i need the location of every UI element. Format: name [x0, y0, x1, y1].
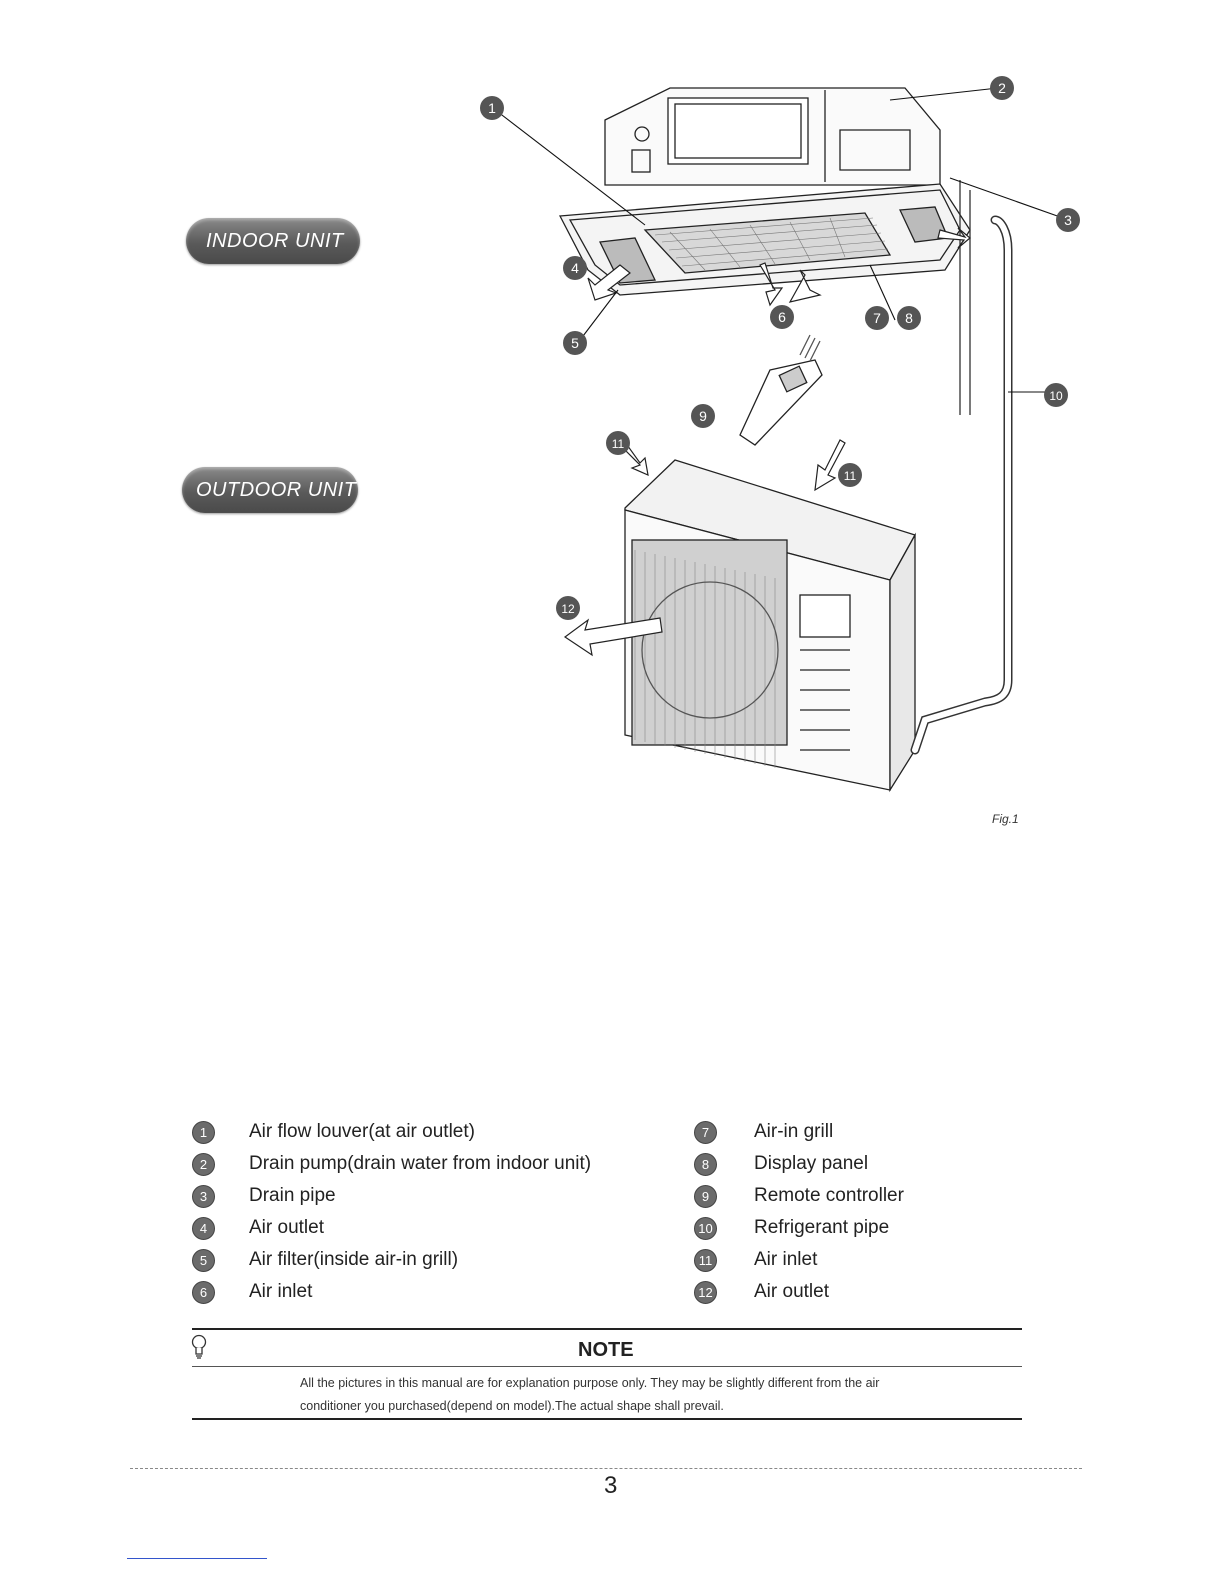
note-bottom-rule [192, 1418, 1022, 1420]
note-line-2: conditioner you purchased(depend on mode… [300, 1399, 724, 1413]
legend-item: 11 Air inlet [694, 1244, 904, 1276]
legend-number: 3 [192, 1184, 215, 1208]
legend-text: Air outlet [249, 1217, 324, 1238]
indoor-unit-label-text: INDOOR UNIT [206, 229, 344, 252]
legend-item: 4 Air outlet [192, 1212, 591, 1244]
remote-controller-drawing [739, 334, 823, 446]
legend-number: 5 [192, 1248, 215, 1272]
legend-number: 9 [694, 1184, 717, 1208]
legend-number: 6 [192, 1280, 215, 1304]
legend-item: 3 Drain pipe [192, 1180, 591, 1212]
legend-number: 8 [694, 1152, 717, 1176]
link-underline [127, 1558, 267, 1559]
note-title: NOTE [578, 1339, 634, 1361]
figure-callouts: 1 2 3 4 5 6 7 8 9 10 11 11 12 [480, 76, 1080, 620]
legend-number: 2 [192, 1152, 215, 1176]
legend-number: 7 [694, 1120, 717, 1144]
note-sub-rule [192, 1366, 1022, 1367]
legend-item: 1 Air flow louver(at air outlet) [192, 1116, 591, 1148]
callout-2: 2 [990, 76, 1014, 100]
callout-4: 4 [563, 256, 587, 280]
callout-1: 1 [480, 96, 504, 120]
note-top-rule [192, 1328, 1022, 1330]
legend-number: 11 [694, 1248, 717, 1272]
legend-item: 5 Air filter(inside air-in grill) [192, 1244, 591, 1276]
legend-item: 8 Display panel [694, 1148, 904, 1180]
legend-text: Air inlet [249, 1281, 313, 1302]
outdoor-unit-drawing [624, 459, 916, 793]
svg-text:3: 3 [1064, 212, 1072, 228]
lightbulb-icon [191, 1334, 207, 1359]
legend-item: 9 Remote controller [694, 1180, 904, 1212]
legend-text: Display panel [754, 1153, 869, 1174]
legend-text: Air outlet [754, 1281, 829, 1302]
callout-7: 7 [865, 306, 889, 330]
legend-text: Air-in grill [754, 1121, 834, 1142]
legend-text: Refrigerant pipe [754, 1217, 890, 1238]
callout-11b: 11 [838, 463, 862, 487]
indoor-unit-label: INDOOR UNIT [186, 218, 360, 264]
callout-3: 3 [1056, 208, 1080, 232]
svg-text:9: 9 [699, 408, 707, 424]
legend-number: 10 [694, 1216, 717, 1240]
outdoor-unit-label: OUTDOOR UNIT [182, 467, 358, 513]
legend-text: Drain pipe [249, 1185, 336, 1206]
outdoor-unit-label-text: OUTDOOR UNIT [196, 478, 357, 501]
legend-text: Air inlet [754, 1249, 818, 1270]
note-line-1: All the pictures in this manual are for … [300, 1376, 880, 1390]
svg-text:6: 6 [778, 309, 786, 325]
indoor-unit-drawing [558, 87, 971, 296]
legend-item: 12 Air outlet [694, 1276, 904, 1308]
legend-text: Remote controller [754, 1185, 904, 1206]
legend-number: 4 [192, 1216, 215, 1240]
callout-5: 5 [563, 331, 587, 355]
svg-text:11: 11 [612, 437, 625, 451]
callout-10: 10 [1044, 383, 1068, 407]
legend-number: 12 [694, 1280, 717, 1304]
page-number: 3 [604, 1472, 618, 1499]
legend-item: 2 Drain pump(drain water from indoor unit… [192, 1148, 591, 1180]
footer-divider [130, 1468, 1082, 1469]
svg-text:5: 5 [571, 335, 579, 351]
note-text: All the pictures in this manual are for … [300, 1372, 1010, 1418]
legend-text: Drain pump(drain water from indoor unit) [249, 1153, 592, 1174]
callout-8: 8 [897, 306, 921, 330]
callout-12: 12 [556, 596, 580, 620]
callout-11a: 11 [606, 431, 630, 455]
legend-item: 7 Air-in grill [694, 1116, 904, 1148]
refrigerant-pipe-drawing [910, 215, 1013, 755]
legend-text: Air flow louver(at air outlet) [249, 1121, 475, 1142]
air-conditioner-figure: 1 2 3 4 5 6 7 8 9 10 11 11 12 [480, 76, 1080, 793]
svg-text:8: 8 [905, 310, 913, 326]
legend-text: Air filter(inside air-in grill) [249, 1249, 459, 1270]
svg-text:10: 10 [1049, 389, 1063, 403]
legend-right-column: 7 Air-in grill 8 Display panel 9 Remote con… [694, 1116, 904, 1308]
callout-6: 6 [770, 305, 794, 329]
svg-text:12: 12 [561, 602, 575, 616]
legend-item: 10 Refrigerant pipe [694, 1212, 904, 1244]
legend-number: 1 [192, 1120, 215, 1144]
legend-item: 6 Air inlet [192, 1276, 591, 1308]
svg-text:1: 1 [488, 100, 496, 116]
svg-text:4: 4 [571, 260, 579, 276]
callout-9: 9 [691, 404, 715, 428]
svg-text:2: 2 [998, 80, 1006, 96]
figure-caption: Fig.1 [992, 812, 1019, 826]
svg-text:7: 7 [873, 310, 881, 326]
svg-text:11: 11 [844, 469, 857, 483]
